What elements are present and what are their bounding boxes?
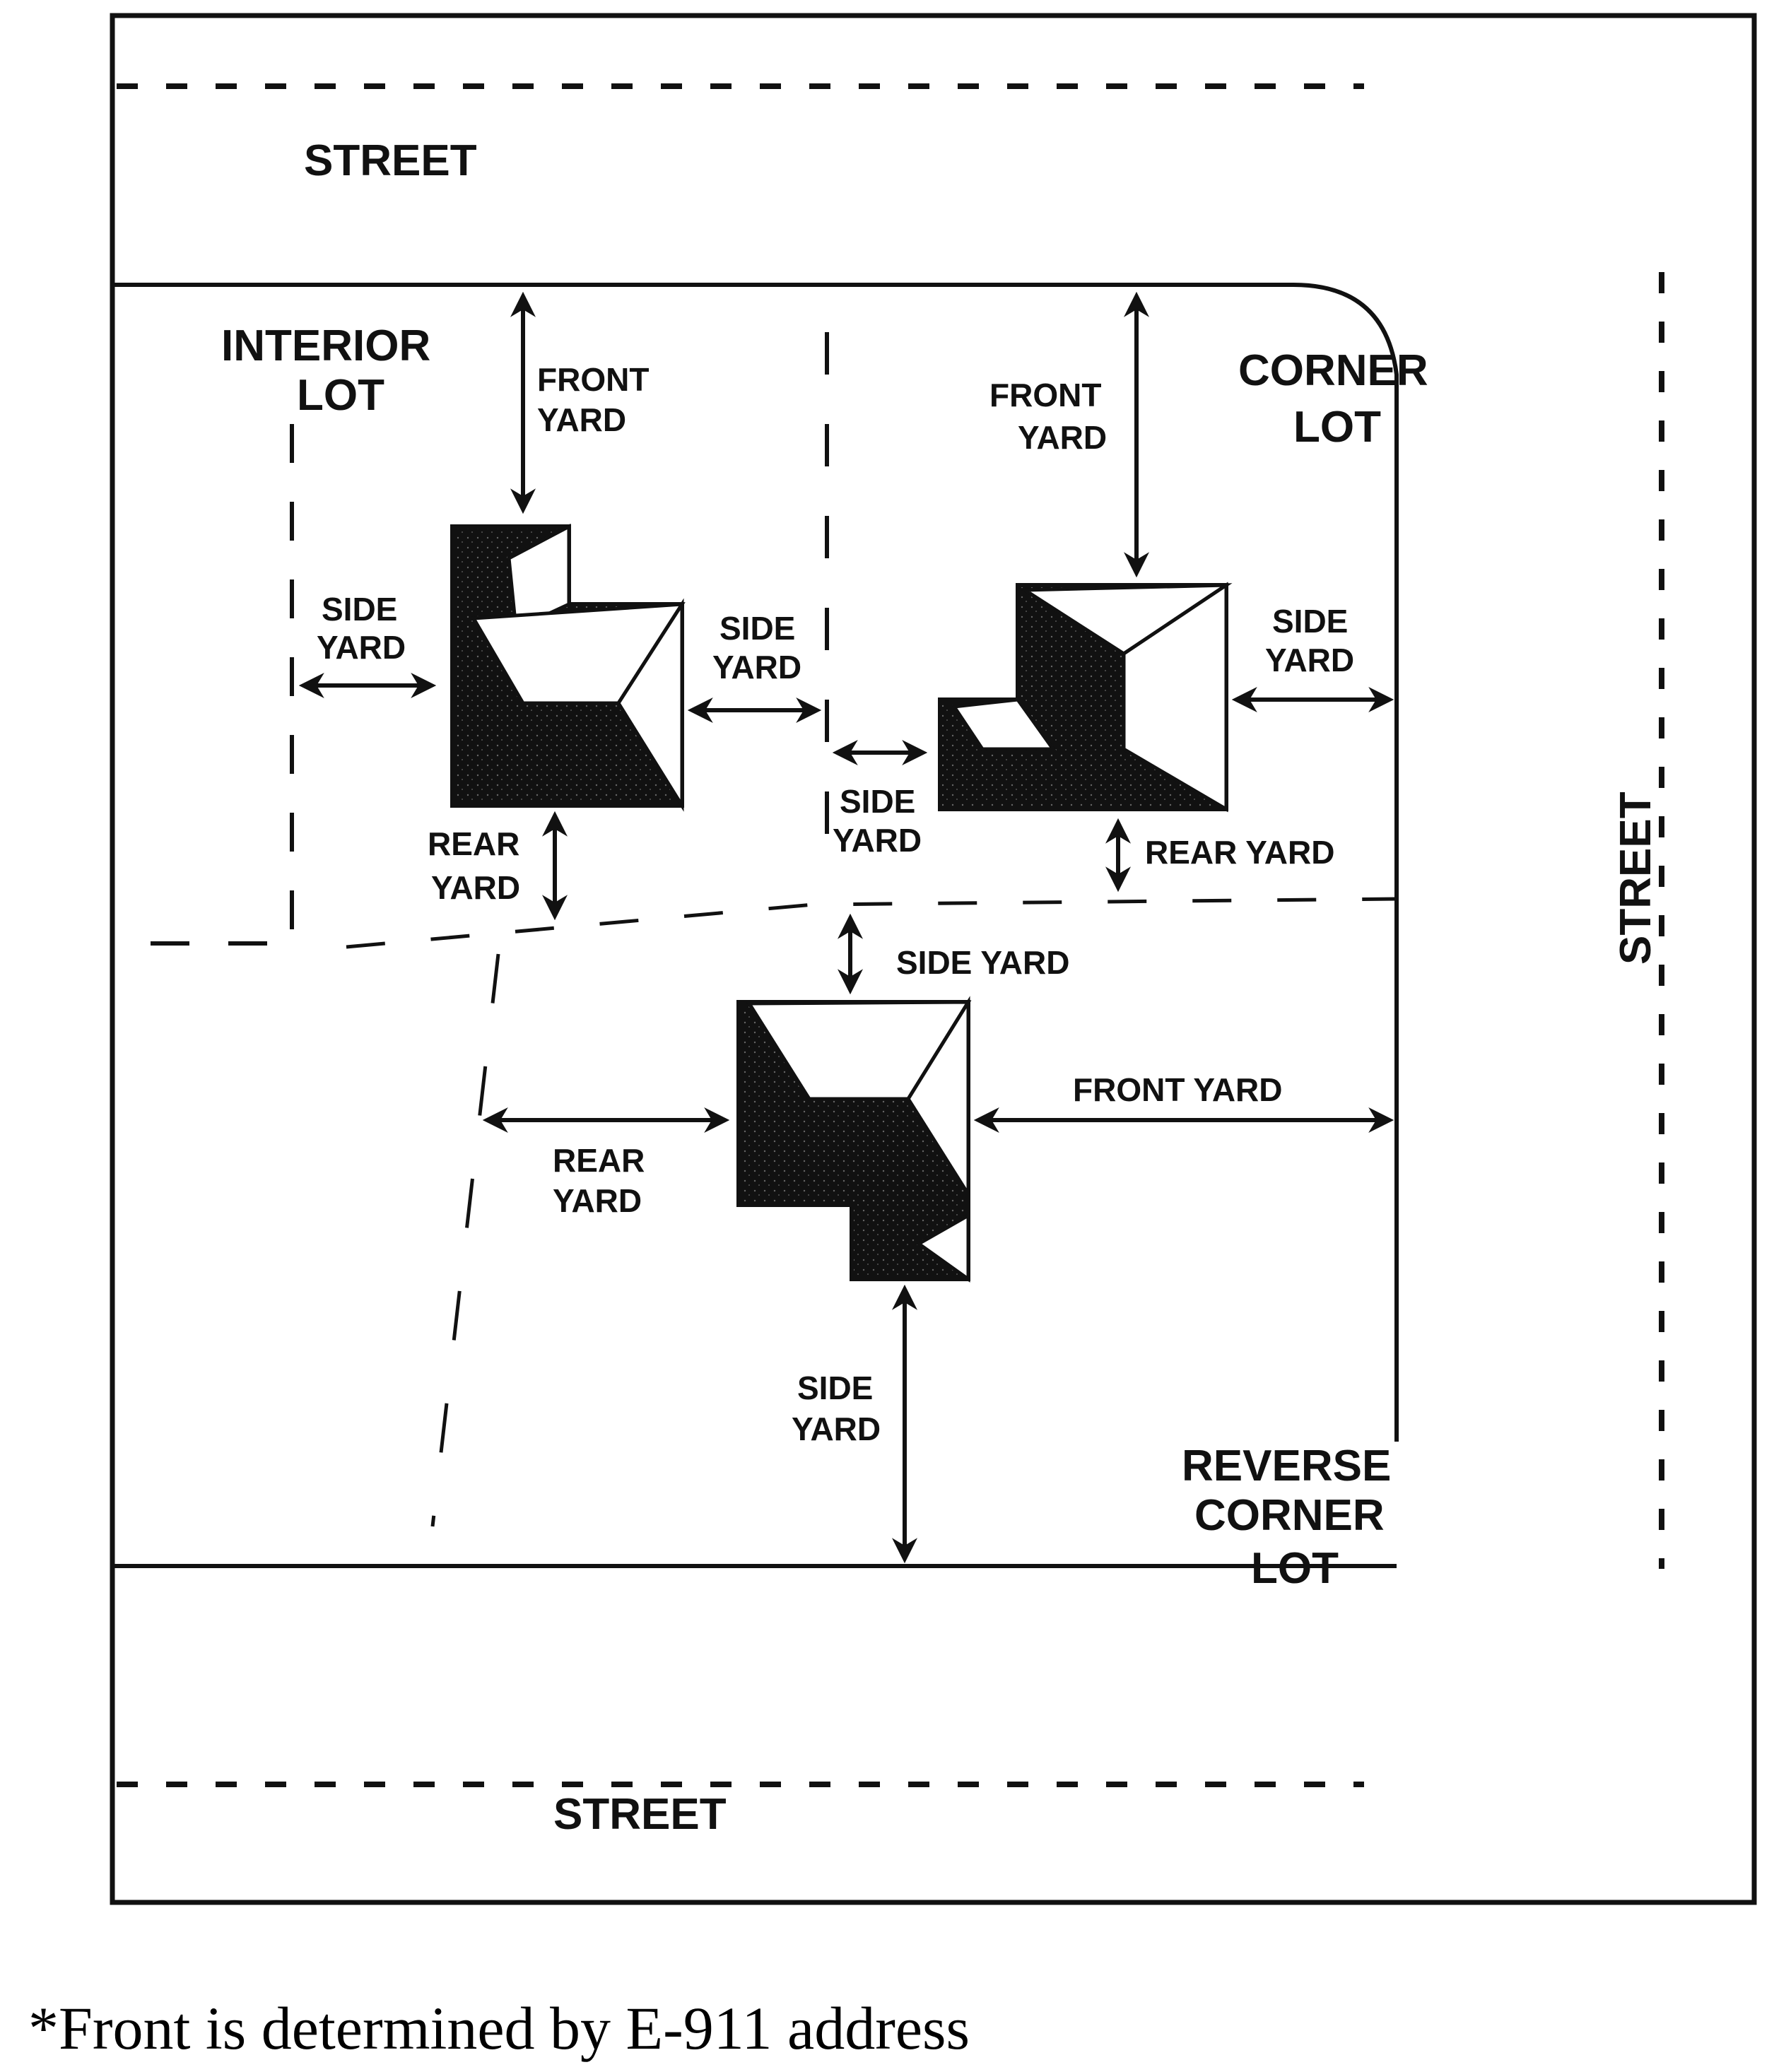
reverse-corner-house	[736, 996, 972, 1283]
street-top-label: STREET	[304, 136, 477, 185]
interior-lot-boundary	[141, 424, 294, 946]
reverse-corner-lot-title-line3: LOT	[1251, 1544, 1339, 1593]
reverse-corner-lot-title-line1: REVERSE	[1182, 1442, 1391, 1490]
reverse-side-yard-bottom-label-1: SIDE	[797, 1370, 873, 1406]
corner-lot-title-line1: CORNER	[1238, 346, 1428, 395]
reverse-lot-rear-line	[430, 953, 500, 1527]
street-right-label: STREET	[1611, 791, 1660, 965]
corner-rear-yard-label: REAR YARD	[1145, 834, 1334, 871]
reverse-rear-yard-label-2: YARD	[553, 1182, 642, 1219]
corner-house	[938, 582, 1233, 813]
corner-front-yard-label-2: YARD	[1018, 419, 1107, 456]
reverse-side-yard-bottom-label-2: YARD	[792, 1411, 881, 1447]
outer-border	[110, 13, 1757, 1905]
interior-lot-title-line2: LOT	[297, 371, 384, 420]
interior-side-yard-right-label-1: SIDE	[719, 610, 795, 647]
top-property-line	[114, 283, 1399, 1442]
corner-side-yard-right-label-2: YARD	[1265, 642, 1354, 678]
interior-house	[450, 523, 686, 812]
reverse-rear-yard-label-1: REAR	[553, 1142, 645, 1179]
interior-front-yard-label-1: FRONT	[537, 361, 649, 398]
interior-side-yard-left-label-2: YARD	[317, 629, 406, 666]
corner-side-yard-left-label-1: SIDE	[840, 783, 915, 820]
rear-lot-line	[346, 897, 1397, 949]
interior-rear-yard-label-1: REAR	[428, 825, 519, 862]
interior-rear-yard-label-2: YARD	[431, 869, 520, 906]
interior-side-yard-right-label-2: YARD	[712, 649, 801, 685]
corner-lot-title-line2: LOT	[1293, 403, 1381, 452]
street-bottom-label: STREET	[553, 1790, 727, 1839]
reverse-corner-lot-title-line2: CORNER	[1194, 1491, 1385, 1540]
reverse-front-yard-label: FRONT YARD	[1073, 1071, 1282, 1108]
interior-lot-title-line1: INTERIOR	[221, 322, 430, 370]
footnote-caption: *Front is determined by E-911 address	[28, 1994, 970, 2062]
interior-side-yard-left-label-1: SIDE	[322, 591, 397, 628]
reverse-side-yard-top-label: SIDE YARD	[896, 944, 1069, 981]
corner-side-yard-right-label-1: SIDE	[1272, 603, 1348, 640]
corner-front-yard-label-1: FRONT	[989, 377, 1101, 413]
interior-front-yard-label-2: YARD	[537, 401, 626, 438]
corner-side-yard-left-label-2: YARD	[833, 822, 922, 859]
